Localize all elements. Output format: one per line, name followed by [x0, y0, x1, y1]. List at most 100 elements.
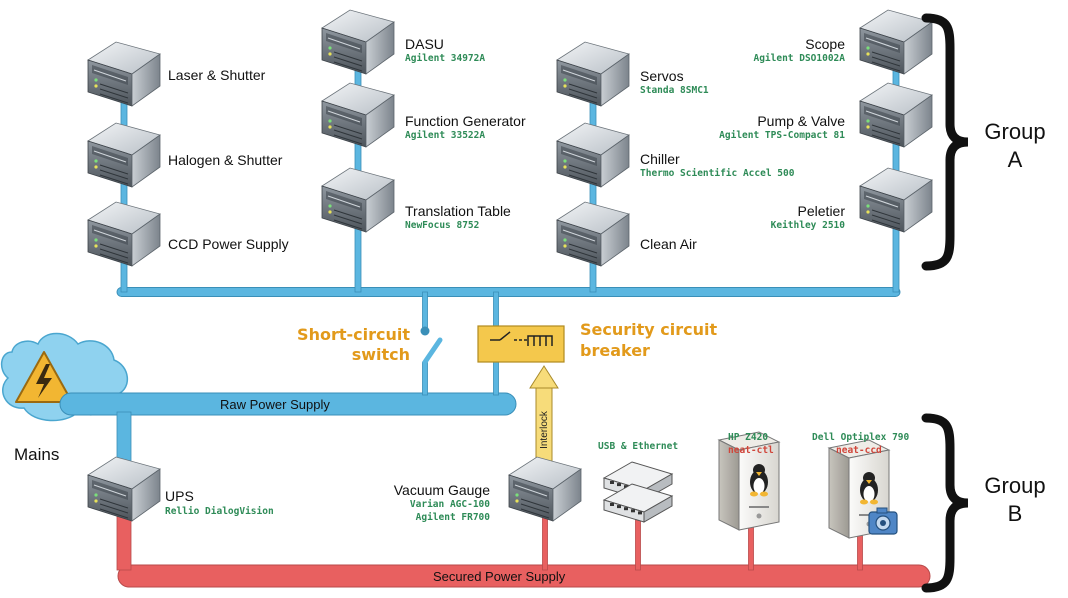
hp-z420-pc-power-button: [756, 513, 762, 519]
ups-label: UPS: [165, 488, 194, 504]
scope-model: Agilent DSO1002A: [753, 53, 845, 64]
ccd-power-supply-label: CCD Power Supply: [168, 236, 289, 252]
peltier-label: Peletier: [797, 203, 845, 219]
camera-lens-center: [880, 520, 886, 526]
scope-server-icon: [859, 9, 933, 75]
switch-blade: [422, 337, 443, 365]
short-circuit-switch-label-line2: switch: [351, 345, 410, 364]
translation-table-server-icon: [321, 167, 395, 233]
ethernet-hub-lower-port: [638, 511, 642, 515]
raw-power-supply-bar: [59, 392, 517, 416]
dell-optiplex-host: neat-ccd: [836, 445, 882, 456]
pump-valve-server-icon: [859, 82, 933, 148]
interlock-label: Interlock: [539, 410, 550, 449]
short-circuit-switch-label-line1: Short-circuit: [297, 325, 410, 344]
group-a-label-line2: A: [1007, 147, 1023, 172]
secured-power-supply-bar: [117, 564, 931, 588]
chiller-label: Chiller: [640, 151, 680, 167]
group-a-brace: [921, 13, 969, 271]
security-breaker-label-line1: Security circuit: [580, 320, 718, 339]
hp-z420-pc-tux-head: [753, 464, 765, 476]
laser-shutter-server-icon: [87, 41, 161, 107]
dasu-model: Agilent 34972A: [405, 53, 486, 64]
servos-label: Servos: [640, 68, 684, 84]
switch-contact: [420, 326, 430, 336]
security-breaker-box: [477, 325, 565, 363]
dell-optiplex-pc-tux-foot-left: [860, 499, 868, 505]
top-power-bus: [116, 287, 901, 297]
ups-server-icon: [87, 456, 161, 522]
ethernet-hub-lower-port: [624, 507, 628, 511]
security-breaker-label-line2: breaker: [580, 341, 650, 360]
clean-air-label: Clean Air: [640, 236, 697, 252]
ethernet-hub-lower-side: [643, 495, 673, 523]
vacuum-gauge-label: Vacuum Gauge: [393, 482, 490, 498]
group-a-label: Group A: [980, 118, 1050, 174]
usb-hub-upper-port: [624, 485, 628, 489]
dell-optiplex-pc-side: [828, 447, 850, 539]
hp-z420-pc-tux-belly: [753, 478, 765, 494]
breaker-symbol-switch: [499, 331, 511, 341]
dell-optiplex-pc-tux-head: [863, 472, 875, 484]
dell-optiplex-pc-tux-foot-right: [870, 499, 878, 505]
interlock-arrow-head: [529, 365, 559, 389]
group-b-brace: [921, 413, 969, 593]
hp-z420-pc-drive-slot: [749, 506, 769, 508]
dell-optiplex-label: Dell Optiplex 790: [812, 432, 910, 443]
vacuum-gauge-server-icon: [508, 456, 582, 522]
peltier-server-icon: [859, 167, 933, 233]
secured-power-supply-label: Secured Power Supply: [433, 569, 566, 584]
hp-z420-label: HP Z420: [728, 432, 769, 443]
ethernet-hub-lower-port: [631, 509, 635, 513]
dell-optiplex-pc-tux-beak: [866, 480, 872, 484]
switch-upper-wire: [422, 291, 428, 331]
servos-model: Standa 8SMC1: [640, 85, 709, 96]
hp-z420-pc-tux-beak: [756, 472, 762, 476]
raw-power-supply-label: Raw Power Supply: [220, 397, 330, 412]
vacuum-gauge-model-1: Varian AGC-100: [409, 499, 490, 510]
pump-valve-model: Agilent TPS-Compact 81: [719, 130, 845, 141]
hp-z420-pc-tux-foot-right: [760, 491, 768, 497]
chiller-server-icon: [556, 122, 630, 188]
function-generator-label: Function Generator: [405, 113, 526, 129]
peltier-model: Keithley 2510: [770, 220, 845, 231]
halogen-shutter-server-icon: [87, 122, 161, 188]
laser-shutter-label: Laser & Shutter: [168, 67, 266, 83]
group-b-label-line1: Group: [984, 473, 1046, 498]
hp-z420-pc-tux-foot-left: [750, 491, 758, 497]
halogen-shutter-label: Halogen & Shutter: [168, 152, 283, 168]
breaker-lower-wire: [493, 359, 499, 396]
lightning-bolt-icon: [36, 364, 52, 398]
translation-table-label: Translation Table: [405, 203, 511, 219]
camera-viewfinder: [876, 507, 888, 514]
ccd-power-supply-server-icon: [87, 201, 161, 267]
usb-ethernet-power-drop: [635, 514, 641, 571]
group-b-label: Group B: [980, 472, 1050, 528]
switch-lower-wire: [422, 361, 428, 396]
mains-label: Mains: [14, 445, 60, 464]
ups-model: Rellio DialogVision: [165, 506, 274, 517]
hp-z420-host: neat-ctl: [728, 445, 774, 456]
dell-optiplex-pc-tux-belly: [863, 486, 875, 502]
scope-label: Scope: [805, 36, 845, 52]
group-b-label-line2: B: [1007, 501, 1023, 526]
servos-server-icon: [556, 41, 630, 107]
dasu-label: DASU: [405, 36, 444, 52]
translation-table-model: NewFocus 8752: [405, 220, 480, 231]
breaker-upper-wire: [493, 291, 499, 327]
ethernet-hub-lower-port: [617, 505, 621, 509]
usb-hub-upper-port: [617, 483, 621, 487]
pump-valve-label: Pump & Valve: [757, 113, 845, 129]
usb-ethernet-label: USB & Ethernet: [598, 441, 679, 452]
dasu-server-icon: [321, 9, 395, 75]
ethernet-hub-lower-port: [610, 503, 614, 506]
clean-air-server-icon: [556, 201, 630, 267]
group-a-label-line1: Group: [984, 119, 1046, 144]
function-generator-server-icon: [321, 82, 395, 148]
chiller-model: Thermo Scientific Accel 500: [640, 168, 795, 179]
breaker-symbol-coil: [527, 335, 553, 346]
usb-hub-upper-port: [610, 481, 614, 484]
vacuum-gauge-model-2: Agilent FR700: [415, 512, 490, 523]
